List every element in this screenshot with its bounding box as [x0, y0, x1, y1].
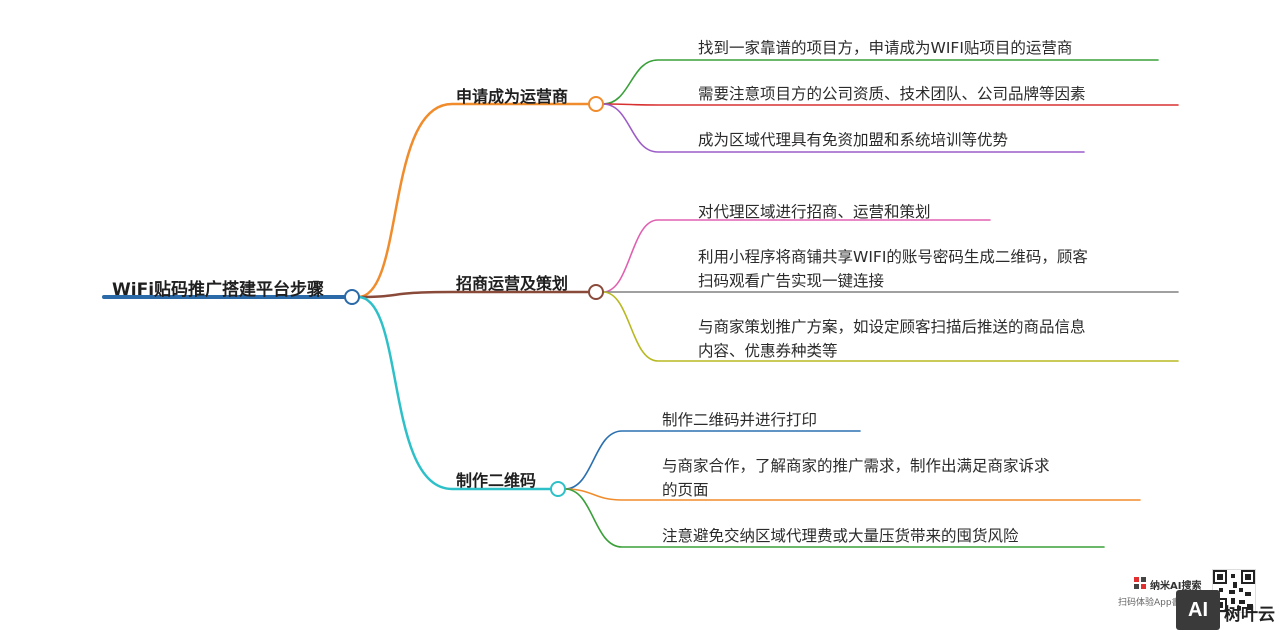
leaf-connector-0-0	[602, 59, 1159, 105]
leaf-connector-1-0	[602, 219, 991, 293]
leaf-line: 注意避免交纳区域代理费或大量压货带来的囤货风险	[662, 527, 1019, 545]
nano-ai-logo-icon	[1134, 577, 1146, 589]
root-topic: WiFi贴码推广搭建平台步骤	[112, 280, 325, 300]
leaf-connector-0-1	[602, 103, 1179, 106]
leaf-connector-2-0	[564, 430, 861, 490]
leaf-connector-0-2	[602, 103, 1085, 153]
watermark-caption: 扫码体验App書	[1118, 598, 1181, 608]
branch-connector-1	[356, 290, 591, 299]
leaf-connector-2-2	[564, 488, 1105, 548]
leaf-connector-2-1	[564, 488, 1141, 501]
leaf-topic: 与商家合作，了解商家的推广需求，制作出满足商家诉求的页面	[662, 454, 1050, 502]
leaf-line: 需要注意项目方的公司资质、技术团队、公司品牌等因素	[698, 85, 1086, 103]
leaf-topic: 对代理区域进行招商、运营和策划	[698, 200, 931, 224]
branch-label-1: 招商运营及策划	[456, 274, 569, 293]
leaf-line: 成为区域代理具有免资加盟和系统培训等优势	[698, 131, 1009, 149]
root-collapse-toggle[interactable]	[344, 289, 360, 305]
leaf-connector-1-2	[602, 291, 1179, 362]
leaf-line: 扫码观看广告实现一键连接	[698, 272, 885, 290]
branch-label-0: 申请成为运营商	[456, 87, 569, 106]
leaf-line: 利用小程序将商铺共享WIFI的账号密码生成二维码，顾客	[698, 248, 1088, 266]
leaf-line: 制作二维码并进行打印	[662, 411, 818, 429]
ai-badge-icon: AI	[1176, 590, 1220, 630]
branch-collapse-toggle-1[interactable]	[588, 284, 604, 300]
leaf-line: 与商家合作，了解商家的推广需求，制作出满足商家诉求	[662, 457, 1050, 475]
branch-collapse-toggle-2[interactable]	[550, 481, 566, 497]
leaf-topic: 找到一家靠谱的项目方，申请成为WIFI贴项目的运营商	[698, 36, 1072, 60]
leaf-topic: 成为区域代理具有免资加盟和系统培训等优势	[698, 128, 1008, 152]
watermark-brand: 树叶云	[1224, 605, 1275, 625]
leaf-line: 的页面	[662, 481, 709, 499]
branch-connector-0	[356, 102, 591, 299]
leaf-line: 对代理区域进行招商、运营和策划	[698, 203, 931, 221]
watermark-product: 纳米AI搜索	[1150, 581, 1202, 592]
leaf-topic: 需要注意项目方的公司资质、技术团队、公司品牌等因素	[698, 82, 1086, 106]
branch-collapse-toggle-0[interactable]	[588, 96, 604, 112]
leaf-line: 与商家策划推广方案，如设定顾客扫描后推送的商品信息	[698, 318, 1086, 336]
leaf-topic: 与商家策划推广方案，如设定顾客扫描后推送的商品信息内容、优惠券种类等	[698, 315, 1086, 363]
leaf-topic: 注意避免交纳区域代理费或大量压货带来的囤货风险	[662, 524, 1019, 548]
leaf-topic: 制作二维码并进行打印	[662, 408, 817, 432]
branch-label-2: 制作二维码	[456, 471, 537, 490]
leaf-line: 找到一家靠谱的项目方，申请成为WIFI贴项目的运营商	[698, 39, 1073, 57]
branch-connector-2	[356, 295, 553, 491]
leaf-topic: 利用小程序将商铺共享WIFI的账号密码生成二维码，顾客扫码观看广告实现一键连接	[698, 245, 1088, 293]
leaf-line: 内容、优惠券种类等	[698, 342, 838, 360]
